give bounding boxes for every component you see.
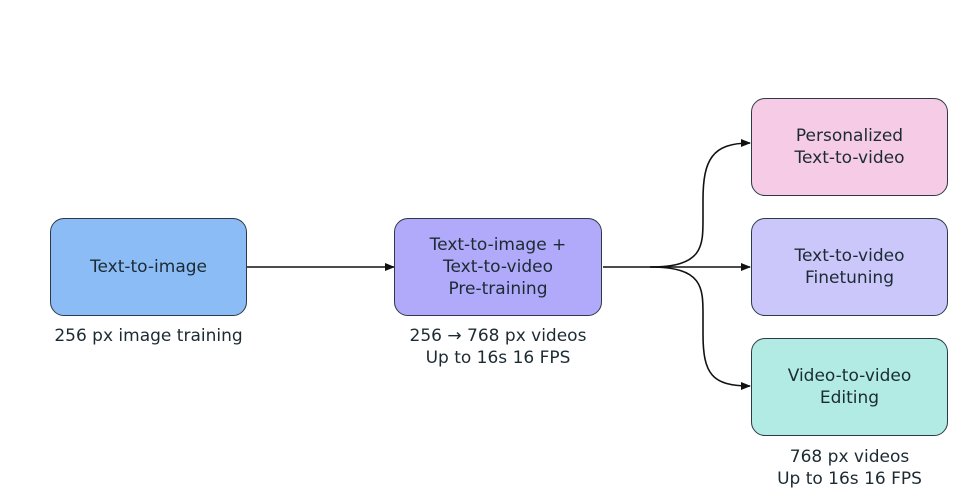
node-text-to-image-label: Text-to-image [90, 257, 207, 277]
node-finetuning-label: Text-to-video Finetuning [794, 246, 905, 288]
node-editing: Video-to-video Editing [751, 338, 948, 436]
node-pretraining: Text-to-image + Text-to-video Pre-traini… [394, 218, 602, 316]
node-text-to-image: Text-to-image [50, 218, 247, 316]
node-editing-label: Video-to-video Editing [787, 366, 912, 408]
caption-editing: 768 px videos Up to 16s 16 FPS [777, 447, 922, 489]
node-pretraining-label: Text-to-image + Text-to-video Pre-traini… [429, 235, 567, 299]
caption-text-to-image: 256 px image training [54, 326, 243, 346]
node-personalized: Personalized Text-to-video [751, 98, 948, 196]
caption-pretraining: 256 → 768 px videos Up to 16s 16 FPS [409, 326, 587, 368]
node-personalized-label: Personalized Text-to-video [794, 126, 905, 168]
node-finetuning: Text-to-video Finetuning [751, 218, 948, 316]
arrow-pretraining-to-editing [649, 266, 751, 390]
arrow-pretraining-to-personalized [649, 139, 751, 268]
